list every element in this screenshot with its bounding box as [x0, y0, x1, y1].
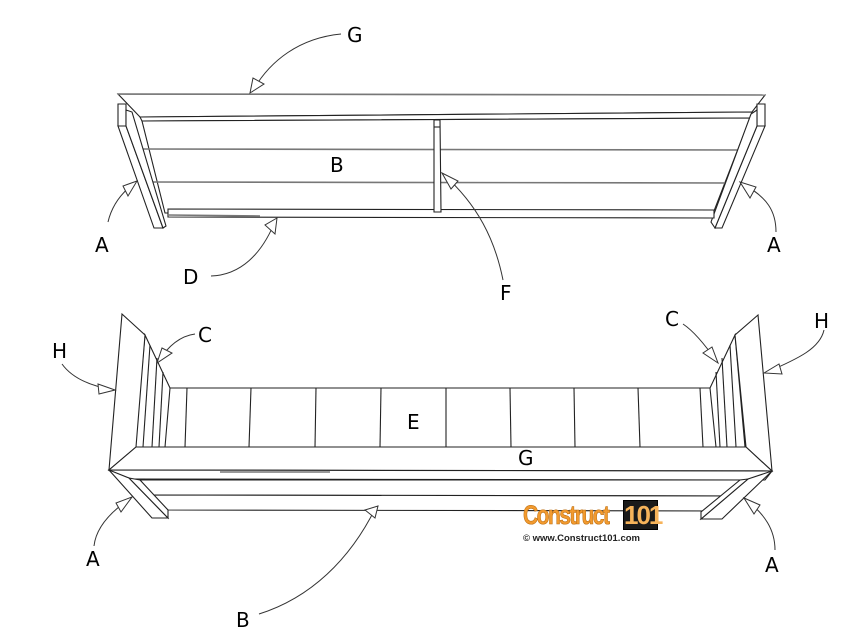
part-d-rail [167, 208, 715, 219]
bottom-view-assembly: H H C C E G A A B [52, 307, 829, 632]
construct101-logo: Construct 101 © www.Construct101.com [523, 500, 664, 545]
part-a-right-leg-side [700, 478, 750, 521]
arrow-head-icon [702, 346, 720, 365]
label-a-left-bottom: A [86, 547, 100, 571]
logo-wordmark: Construct [523, 500, 633, 531]
label-a-right-bottom: A [765, 553, 779, 577]
label-f: F [500, 281, 512, 305]
logo-brand-word: Construct [523, 500, 610, 531]
part-a-right-top [756, 103, 766, 127]
label-h-right: H [814, 309, 829, 333]
label-g: G [347, 23, 363, 47]
arrow-head-icon [762, 363, 783, 375]
arrow-head-icon [264, 217, 278, 236]
logo-url: © www.Construct101.com [523, 533, 640, 544]
label-d: D [183, 265, 198, 289]
arrow-head-icon [249, 77, 265, 95]
arrow-b-bottom [258, 506, 377, 615]
part-a-left-leg-side [127, 477, 169, 520]
part-g-front-board [107, 446, 774, 472]
part-b-apron-top [107, 469, 774, 481]
logo-brand-number: 101 [623, 500, 663, 530]
part-a-left-side [125, 109, 167, 229]
arrow-head-icon [738, 181, 757, 199]
label-b: B [330, 153, 344, 177]
arrow-head-icon [115, 495, 134, 513]
arrow-head-icon [122, 180, 139, 198]
arrow-d [210, 218, 277, 277]
arrow-head-icon [156, 347, 173, 365]
label-c-right: C [665, 307, 679, 331]
arrow-head-icon [440, 171, 459, 190]
part-f-support [433, 119, 442, 213]
label-h-left: H [52, 339, 67, 363]
part-e-seat [129, 387, 746, 448]
part-b-apron-mid [138, 479, 756, 497]
arrow-head-icon [97, 383, 117, 395]
part-a-right-side [710, 108, 758, 230]
label-e: E [407, 410, 420, 434]
part-a-left-top [117, 103, 127, 127]
label-g-bottom: G [518, 446, 534, 470]
label-a-left-top: A [95, 233, 109, 257]
label-c-left: C [198, 323, 212, 347]
arrow-h-left [61, 363, 115, 391]
top-view-assembly: G B F D A A [95, 23, 781, 305]
arrow-head-icon [742, 496, 761, 515]
arrow-g-top [251, 33, 342, 93]
label-a-right-top: A [767, 233, 781, 257]
arrow-head-icon [363, 505, 379, 519]
label-b-bottom: B [236, 608, 250, 632]
part-b-slats [141, 117, 751, 214]
